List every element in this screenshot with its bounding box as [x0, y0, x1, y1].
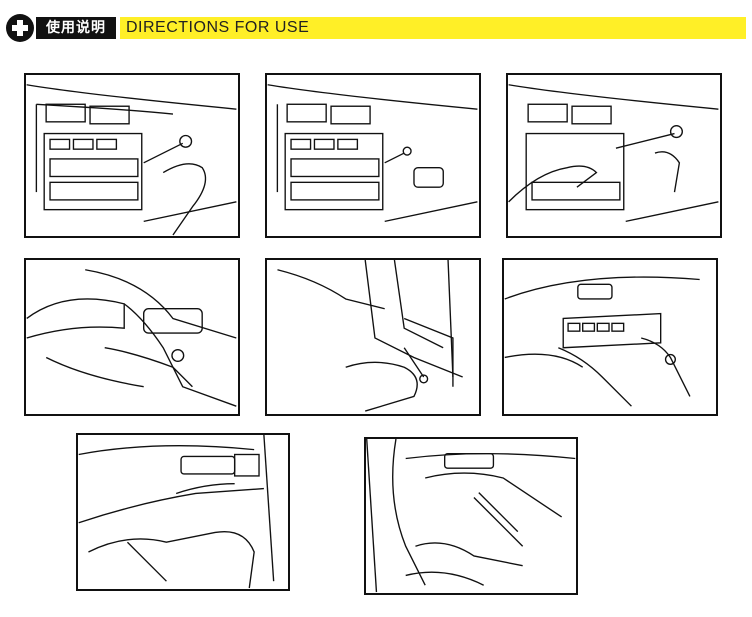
dashboard-vent-illustration: [267, 84, 478, 223]
door-panel-hand-lift-illustration: [26, 269, 237, 407]
directions-header: 使用说明 DIRECTIONS FOR USE: [6, 14, 746, 42]
illustration-panel-4: [24, 258, 240, 416]
title-en: DIRECTIONS FOR USE: [126, 19, 310, 36]
illustration-panel-5: [265, 258, 481, 416]
illustration-panel-7: [76, 433, 290, 591]
illustration-panel-3: [506, 73, 722, 238]
plus-icon: [6, 14, 34, 42]
door-switch-remove-illustration: [504, 276, 700, 407]
illustration-panel-6: [502, 258, 718, 416]
door-trim-clip-illustration: [366, 439, 576, 593]
illustration-panel-2: [265, 73, 481, 238]
door-frame-pry-illustration: [277, 260, 463, 412]
illustration-panel-8: [364, 437, 578, 595]
door-trim-pull-illustration: [78, 435, 275, 589]
dashboard-hand-tool-illustration: [508, 84, 719, 223]
title-cn: 使用说明: [36, 17, 116, 39]
illustration-panel-1: [24, 73, 240, 238]
title-bar: DIRECTIONS FOR USE: [120, 17, 746, 39]
dashboard-radio-pry-illustration: [26, 84, 237, 236]
